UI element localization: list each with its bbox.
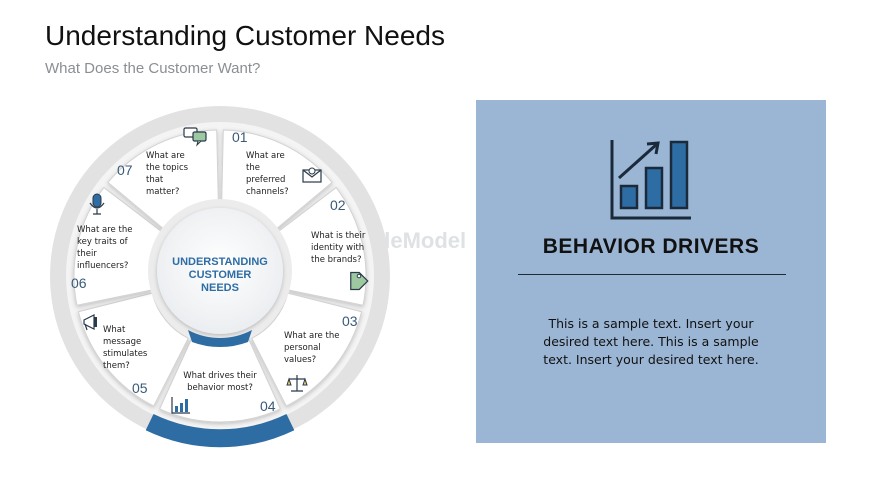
center-accent	[188, 330, 252, 348]
segment-number: 07	[117, 162, 133, 178]
segment-question-line: the brands?	[311, 255, 361, 265]
segment-question-line: preferred	[246, 175, 285, 185]
segment-question-line: influencers?	[77, 261, 128, 271]
megaphone-icon	[83, 314, 97, 331]
segment-question-line: stimulates	[103, 349, 148, 359]
center-circle	[157, 208, 283, 334]
center-label-line3: NEEDS	[201, 282, 239, 294]
segment-question-line: What are	[246, 151, 285, 161]
tag-icon	[350, 271, 369, 291]
segment-number: 03	[342, 313, 358, 329]
segment-question-line: channels?	[246, 187, 289, 197]
segment-question-line: them?	[103, 361, 130, 371]
envelope-icon	[302, 167, 322, 183]
segment-question-line: What drives their	[183, 371, 257, 381]
segment-number: 02	[330, 197, 346, 213]
segment-question-line: that	[146, 175, 164, 185]
scales-icon	[286, 375, 308, 392]
segment-number: 01	[232, 129, 248, 145]
segment-question-line: What	[103, 325, 126, 335]
segment-question-line: What are	[146, 151, 185, 161]
segment-shape	[77, 292, 189, 407]
center-label-line2: CUSTOMER	[189, 269, 252, 281]
segment-question-line: What are the	[284, 331, 339, 341]
outer-accent-arc	[145, 413, 295, 448]
segment-question-line: What are the	[77, 225, 132, 235]
segment-question-line: the	[246, 163, 260, 173]
page-subtitle: What Does the Customer Want?	[45, 60, 261, 77]
segment-question-line: personal	[284, 343, 321, 353]
segment-question-line: message	[103, 337, 141, 347]
segment-question-line: behavior most?	[187, 383, 253, 393]
behavior-drivers-panel: BEHAVIOR DRIVERS This is a sample text. …	[476, 100, 826, 443]
segment-question-line: values?	[284, 355, 316, 365]
segment-number: 04	[260, 398, 276, 414]
panel-text: This is a sample text. Insert your desir…	[543, 316, 759, 367]
microphone-icon	[89, 193, 105, 215]
segment-number: 05	[132, 380, 148, 396]
segment-question-line: their	[77, 249, 97, 259]
page-title: Understanding Customer Needs	[45, 20, 445, 51]
center-label-line1: UNDERSTANDING	[172, 256, 268, 268]
panel-divider	[518, 274, 786, 275]
segment-question-line: identity with	[311, 243, 364, 253]
panel-title: BEHAVIOR DRIVERS	[542, 235, 760, 258]
segment-question-line: matter?	[146, 187, 179, 197]
segment-question-line: the topics	[146, 163, 189, 173]
segment-05: 05 What message stimulates them?	[77, 292, 189, 407]
segment-shape	[251, 292, 363, 407]
chat-bubbles-icon	[183, 127, 207, 147]
growth-chart-icon	[610, 140, 691, 220]
segment-06: 06 What are the key traits of their influenc…	[71, 187, 165, 306]
segment-number: 06	[71, 275, 87, 291]
segment-question-line: What is their	[311, 231, 366, 241]
segment-question-line: key traits of	[77, 237, 129, 247]
bar-chart-icon	[171, 397, 190, 414]
